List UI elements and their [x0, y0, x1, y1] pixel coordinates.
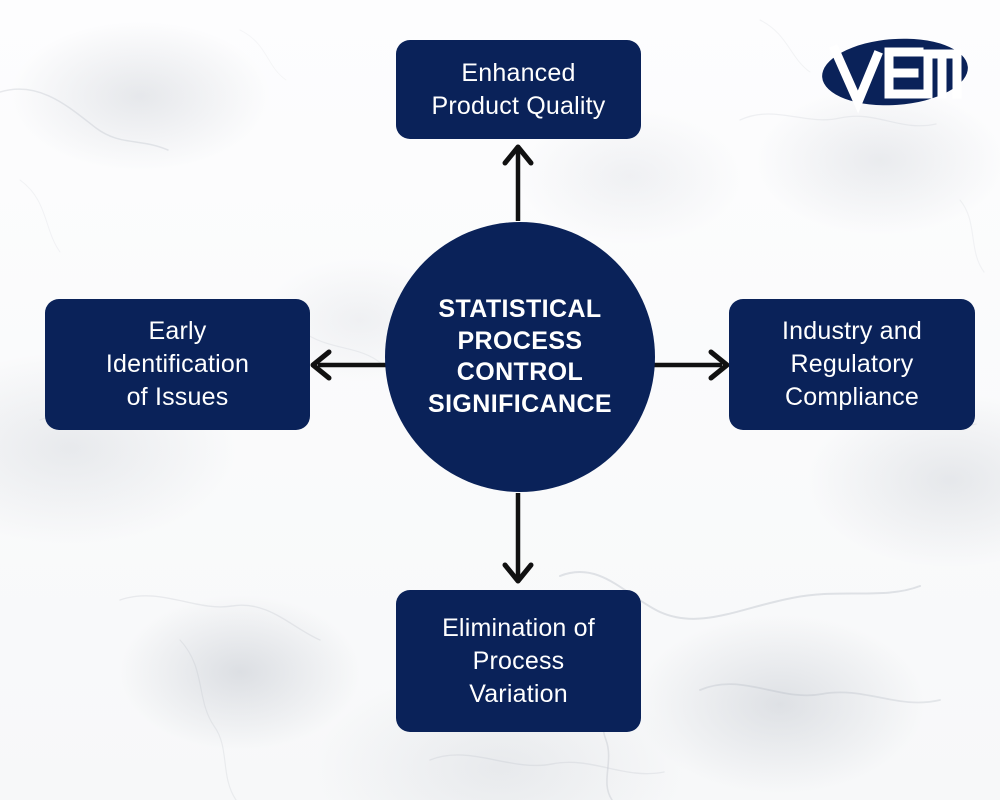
node-label: Early Identification of Issues	[105, 317, 250, 411]
vem-logo	[822, 38, 968, 114]
node-industry-and-regulatory-compliance[interactable]: Industry and Regulatory Compliance	[729, 299, 975, 430]
node-label: Elimination of Process Variation	[442, 613, 595, 708]
node-label: Industry and Regulatory Compliance	[782, 317, 922, 411]
node-enhanced-product-quality[interactable]: Enhanced Product Quality	[396, 40, 641, 139]
central-hub[interactable]: STATISTICAL PROCESS CONTROL SIGNIFICANCE	[385, 222, 655, 492]
node-elimination-of-process-variation[interactable]: Elimination of Process Variation	[396, 590, 641, 732]
node-early-identification-of-issues[interactable]: Early Identification of Issues	[45, 299, 310, 430]
arrow-down-head	[502, 562, 534, 584]
logo-wordmark	[829, 44, 962, 114]
arrow-right-head	[708, 349, 730, 381]
central-hub-label: STATISTICAL PROCESS CONTROL SIGNIFICANCE	[428, 295, 612, 418]
arrow-left-head	[310, 349, 332, 381]
arrow-up-head	[502, 144, 534, 166]
node-label: Enhanced Product Quality	[431, 58, 606, 120]
